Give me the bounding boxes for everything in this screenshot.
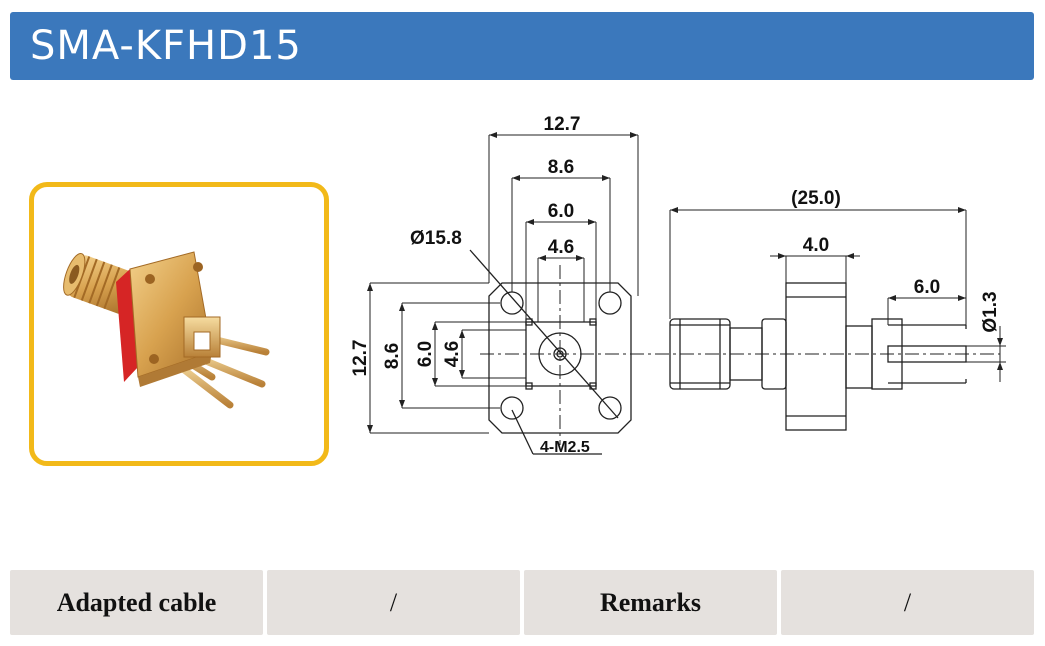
adapted-cable-label: Adapted cable xyxy=(10,570,263,635)
spec-table: Adapted cable / Remarks / xyxy=(10,570,1034,635)
product-title: SMA-KFHD15 xyxy=(30,23,302,69)
dim-mount-holes: 4-M2.5 xyxy=(540,439,590,456)
adapted-cable-value: / xyxy=(267,570,520,635)
dimension-drawing: 12.7 8.6 6.0 4.6 Ø15.8 4-M2.5 12.7 8.6 6… xyxy=(350,114,1006,456)
dim-diameter-circle: Ø15.8 xyxy=(410,228,462,249)
dim-v-46: 4.6 xyxy=(442,341,463,367)
dim-total-length: (25.0) xyxy=(791,188,841,209)
dim-square-46: 4.6 xyxy=(548,237,574,258)
dim-flange-width: 12.7 xyxy=(544,114,581,135)
dim-pin-diameter: Ø1.3 xyxy=(980,291,1001,332)
remarks-label: Remarks xyxy=(524,570,777,635)
remarks-value: / xyxy=(781,570,1034,635)
dim-pin-length: 6.0 xyxy=(914,277,940,298)
dim-flange-thickness: 4.0 xyxy=(803,235,829,256)
dim-v-60: 6.0 xyxy=(415,341,436,367)
product-photo-frame xyxy=(29,182,329,466)
dim-v-86: 8.6 xyxy=(382,343,403,369)
connector-photo xyxy=(63,251,270,409)
dim-square-6: 6.0 xyxy=(548,201,574,222)
dim-flange-height: 12.7 xyxy=(350,340,371,377)
dim-hole-spacing: 8.6 xyxy=(548,157,574,178)
title-bar: SMA-KFHD15 xyxy=(10,12,1034,80)
